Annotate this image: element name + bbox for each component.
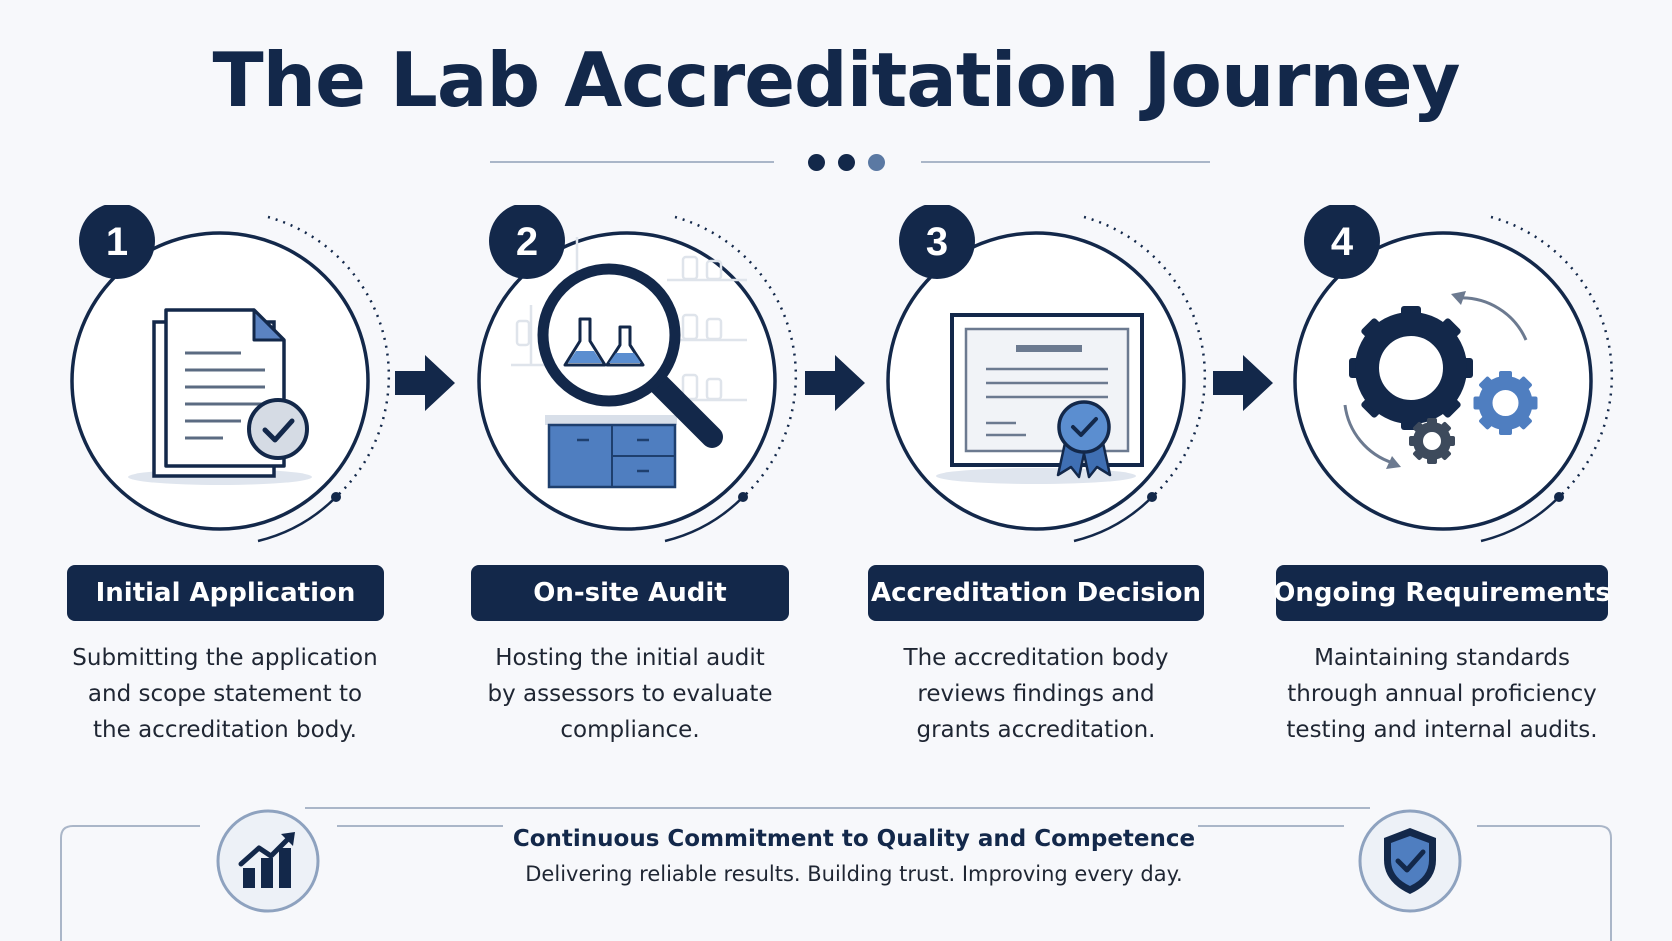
flow-arrow [805, 355, 865, 415]
step-4-label: Ongoing Requirements [1273, 565, 1611, 621]
description-line: compliance. [560, 717, 700, 743]
step-1-description: Submitting the application and scope sta… [45, 640, 405, 748]
certificate-ribbon-icon [936, 313, 1144, 484]
step-2: 2 [467, 205, 887, 545]
step-3-diagram: 3 [886, 205, 1207, 543]
step-4-number-badge: 4 [1331, 220, 1354, 264]
description-line: reviews findings and [917, 681, 1155, 707]
step-2-label: On-site Audit [471, 565, 789, 621]
step-2-number-badge: 2 [516, 220, 538, 264]
description-line: and scope statement to [87, 681, 363, 707]
step-1: 1 [60, 205, 480, 545]
step-3-description: The accreditation body reviews findings … [856, 640, 1216, 748]
gears-cycle-icon [1343, 291, 1538, 469]
footer-frame [60, 807, 1612, 941]
flow-arrow [395, 355, 455, 415]
description-line: Submitting the application [72, 645, 378, 671]
step-1-diagram: 1 [70, 205, 391, 543]
title-divider-left [490, 161, 774, 163]
page-title: The Lab Accreditation Journey [212, 36, 1461, 124]
step-3: 3 [876, 205, 1296, 545]
shield-check-badge [1357, 808, 1463, 918]
magnifier-flask-icon [511, 237, 747, 489]
flow-arrow [1213, 355, 1273, 415]
step-2-description: Hosting the initial audit by assessors t… [450, 640, 810, 748]
growth-chart-badge [215, 808, 321, 918]
divider-dot [838, 154, 855, 171]
description-line: grants accreditation. [916, 717, 1156, 743]
shield-check-icon [1358, 809, 1462, 913]
description-line: The accreditation body [903, 645, 1169, 671]
step-3-number-badge: 3 [926, 220, 948, 264]
title-divider-right [921, 161, 1210, 163]
step-4: 4 [1283, 205, 1672, 545]
description-line: the accreditation body. [93, 717, 357, 743]
growth-chart-icon [216, 809, 320, 913]
footer-title: Continuous Commitment to Quality and Com… [512, 826, 1196, 852]
description-line: Hosting the initial audit [495, 645, 765, 671]
description-line: Maintaining standards [1314, 645, 1570, 671]
description-line: testing and internal audits. [1286, 717, 1598, 743]
step-2-diagram: 2 [477, 205, 798, 543]
footer-subtitle: Delivering reliable results. Building tr… [525, 862, 1183, 886]
step-3-label: Accreditation Decision [868, 565, 1204, 621]
divider-dot [868, 154, 885, 171]
divider-dot [808, 154, 825, 171]
description-line: through annual proficiency [1287, 681, 1597, 707]
document-check-icon [128, 308, 312, 485]
step-1-number-badge: 1 [106, 220, 128, 264]
step-4-description: Maintaining standards through annual pro… [1262, 640, 1622, 748]
description-line: by assessors to evaluate [487, 681, 773, 707]
step-4-diagram: 4 [1293, 205, 1614, 543]
step-1-label: Initial Application [67, 565, 384, 621]
